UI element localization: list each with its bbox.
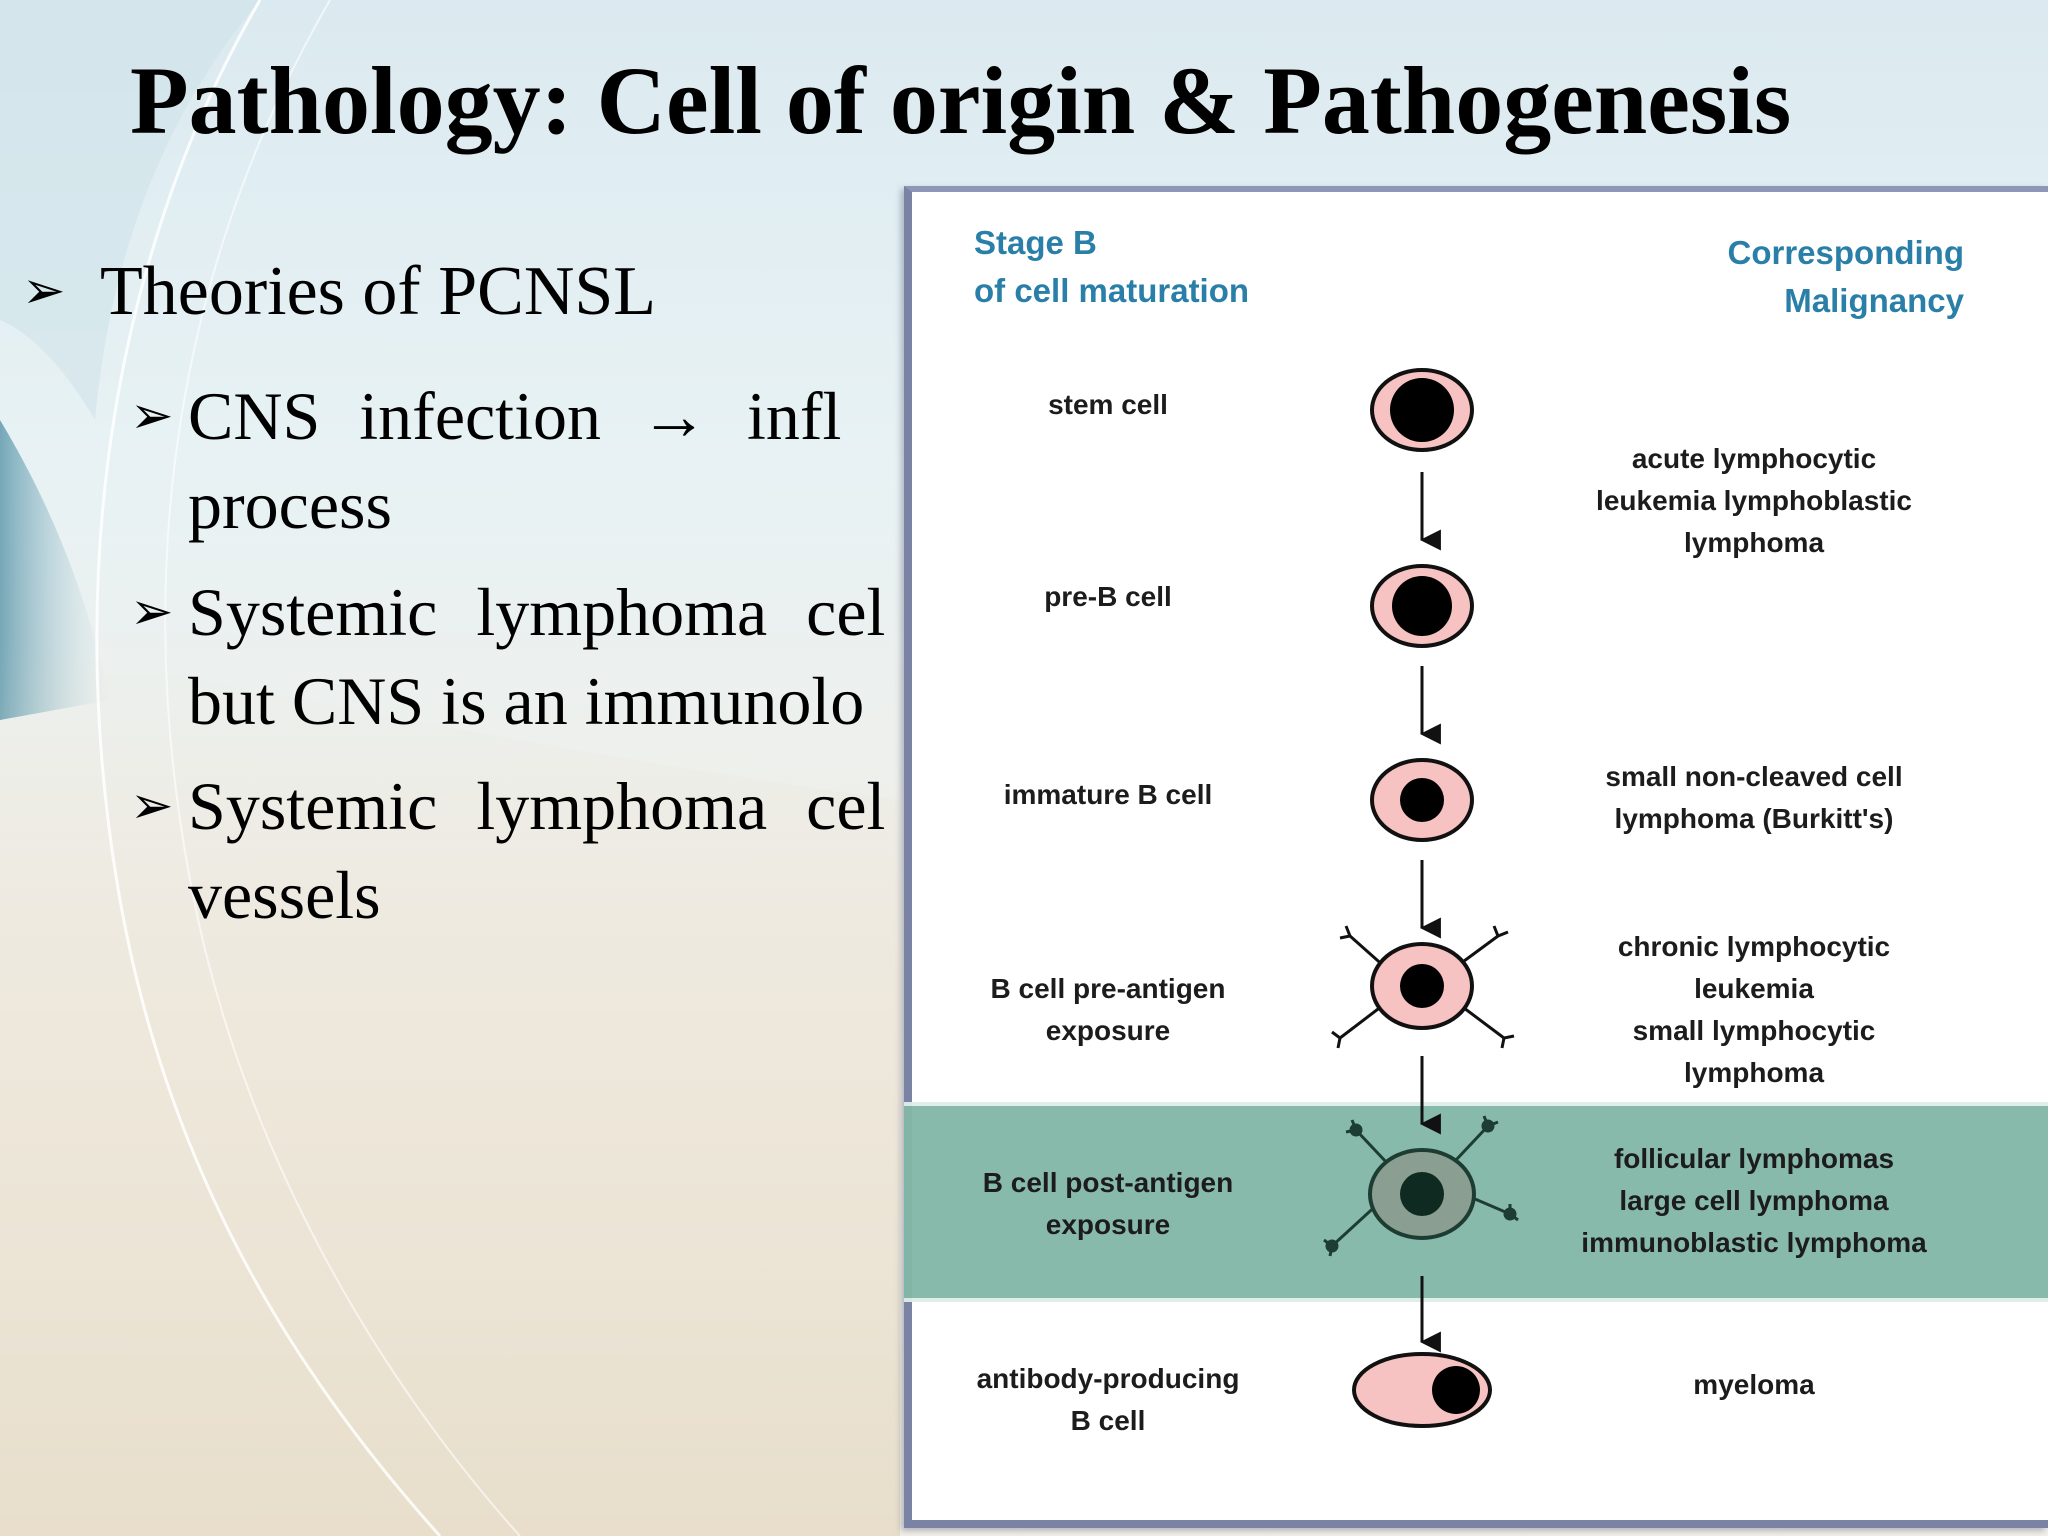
sub-bullet-line: Systemic lymphoma cel [188,768,886,844]
sub-bullet: ➢CNS infection → infl process [130,372,912,550]
stage-label: antibody-producing [977,1363,1240,1394]
pre-b-cell-icon [1370,564,1474,648]
malignancy-label: leukemia [1694,973,1814,1004]
pre-antigen-b-cell-icon [1331,925,1515,1049]
sub-bullet-line: vessels [188,857,381,933]
teal-swoosh [0,420,110,720]
stage-label: B cell post-antigen [983,1167,1233,1198]
warm-band [0,640,900,1536]
sub-bullet-line: CNS infection → infl [188,378,842,454]
main-bullet: ➢ Theories of PCNSL [22,250,656,334]
stage-label: immature B cell [1004,779,1213,810]
stage-label: B cell [1071,1405,1146,1436]
malignancy-label: lymphoma (Burkitt's) [1615,803,1894,834]
figure-panel [904,186,2048,1528]
arc-line-2 [164,0,521,1536]
sub-bullet: ➢Systemic lymphoma cel but CNS is an imm… [130,568,912,746]
b-cell-maturation-diagram: Stage B of cell maturation Corresponding… [904,224,2048,1436]
bullet-list: ➢Theories of PCNSL ➢CNS infection → infl… [0,250,912,950]
malignancy-label: myeloma [1693,1369,1815,1400]
stage-label: B cell pre-antigen [991,973,1226,1004]
malignancy-label: lymphoma [1684,1057,1824,1088]
main-bullet-text: Theories of PCNSL [100,253,657,330]
malignancy-label: immunoblastic lymphoma [1581,1227,1927,1258]
sub-bullet: ➢Systemic lymphoma cel vessels [130,762,912,940]
malignancy-label: small lymphocytic [1633,1015,1876,1046]
bullet-arrow-icon: ➢ [130,582,174,642]
arc-line-1 [95,0,442,1536]
header-left-line-1: Stage B [974,224,1097,261]
slide-title: Pathology: Cell of origin & Pathogenesis [130,47,1792,154]
malignancy-label: acute lymphocytic [1632,443,1876,474]
malignancy-label: large cell lymphoma [1619,1185,1889,1216]
post-antigen-b-cell-icon [1323,1115,1519,1257]
header-right-line-1: Corresponding [1728,234,1965,271]
stage-label: exposure [1046,1209,1171,1240]
stage-label: exposure [1046,1015,1171,1046]
sub-bullet-line: process [188,467,392,543]
stage-label: pre-B cell [1044,581,1172,612]
malignancy-label: small non-cleaved cell [1605,761,1902,792]
sub-bullet-line: Systemic lymphoma cel [188,574,886,650]
stem-cell-icon [1370,368,1474,452]
malignancy-label: leukemia lymphoblastic [1596,485,1912,516]
header-right-line-2: Malignancy [1784,282,1964,319]
immature-b-cell-icon [1370,758,1474,842]
plasma-cell-icon [1352,1352,1492,1428]
bullet-arrow-icon: ➢ [130,386,174,446]
malignancy-label: chronic lymphocytic [1618,931,1890,962]
bullet-arrow-icon: ➢ [130,776,174,836]
header-left-line-2: of cell maturation [974,272,1249,309]
bullet-arrow-icon: ➢ [22,261,66,321]
malignancy-label: lymphoma [1684,527,1824,558]
malignancy-label: follicular lymphomas [1614,1143,1894,1174]
stage-label: stem cell [1048,389,1168,420]
sub-bullet-line: but CNS is an immunolo [188,663,865,739]
teal-swoosh-upper [0,0,260,420]
